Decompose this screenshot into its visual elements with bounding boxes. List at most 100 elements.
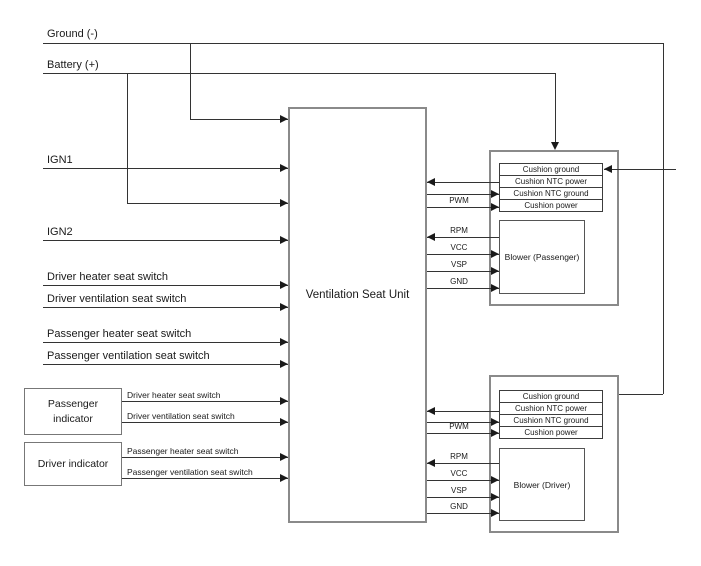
wire-drv-rpm xyxy=(427,463,499,464)
arrowhead xyxy=(491,267,499,275)
wire-driver-heater-switch xyxy=(43,285,288,286)
arrowhead xyxy=(280,418,288,426)
wire-pass-cushion-ground xyxy=(604,169,676,170)
ventilation-seat-unit-label: Ventilation Seat Unit xyxy=(305,289,410,301)
driver-cushion-pins: Cushion ground Cushion NTC power Cushion… xyxy=(499,390,603,439)
label-vsp-upper: VSP xyxy=(450,260,467,269)
arrowhead xyxy=(491,250,499,258)
arrowhead xyxy=(280,164,288,172)
label-ind-driver-vent: Driver ventilation seat switch xyxy=(127,411,235,421)
wire-ground-feed-vert xyxy=(190,43,191,119)
label-ign2: IGN2 xyxy=(47,226,73,238)
wire-ign1 xyxy=(43,168,288,169)
driver-indicator-box: Driver indicator xyxy=(24,442,122,486)
arrowhead xyxy=(280,281,288,289)
ventilation-seat-unit-box xyxy=(288,107,427,523)
label-pass-vent-switch: Passenger ventilation seat switch xyxy=(47,350,210,362)
wire-drv-ntc-power xyxy=(427,411,499,412)
arrowhead xyxy=(427,407,435,415)
arrowhead xyxy=(280,360,288,368)
wire-driver-vent-switch xyxy=(43,307,288,308)
label-ind-pass-heater: Passenger heater seat switch xyxy=(127,446,239,456)
wire-drv-vsp xyxy=(427,497,499,498)
arrowhead xyxy=(427,459,435,467)
blower-driver-label: Blower (Driver) xyxy=(513,479,571,490)
wire-pass-vcc xyxy=(427,254,499,255)
arrowhead xyxy=(280,338,288,346)
wire-battery-feed xyxy=(127,203,288,204)
wire-drv-cushion-power xyxy=(427,433,499,434)
wire-pass-ntc-ground xyxy=(427,194,499,195)
wire-ign2 xyxy=(43,240,288,241)
arrowhead xyxy=(491,203,499,211)
wire-ind-driver-vent xyxy=(122,422,288,423)
label-vcc-lower: VCC xyxy=(450,469,468,478)
wire-drv-vcc xyxy=(427,480,499,481)
arrowhead xyxy=(491,190,499,198)
wire-ground-drop-right xyxy=(663,43,664,394)
arrowhead xyxy=(280,199,288,207)
arrowhead xyxy=(280,236,288,244)
arrowhead xyxy=(491,284,499,292)
wire-ind-driver-heater xyxy=(122,401,288,402)
wire-pass-heater-switch xyxy=(43,342,288,343)
blower-passenger-label: Blower (Passenger) xyxy=(504,252,580,262)
label-vcc-upper: VCC xyxy=(450,243,468,252)
wire-battery-rail xyxy=(43,73,555,74)
passenger-indicator-label: Passenger indicator xyxy=(47,397,99,425)
wire-battery-drop xyxy=(555,73,556,143)
wire-ground-rail xyxy=(43,43,663,44)
driver-indicator-label: Driver indicator xyxy=(37,457,109,470)
wire-pass-cushion-power xyxy=(427,207,499,208)
arrowhead xyxy=(280,453,288,461)
wire-pass-vent-switch xyxy=(43,364,288,365)
wire-pass-gnd xyxy=(427,288,499,289)
arrowhead xyxy=(427,233,435,241)
arrowhead xyxy=(280,474,288,482)
pin-row: Cushion power xyxy=(499,426,603,439)
arrowhead xyxy=(491,476,499,484)
pin-row: Cushion NTC ground xyxy=(499,414,603,427)
label-vsp-lower: VSP xyxy=(450,486,467,495)
label-ind-pass-vent: Passenger ventilation seat switch xyxy=(127,467,253,477)
label-pass-heater-switch: Passenger heater seat switch xyxy=(47,328,192,340)
arrowhead xyxy=(491,509,499,517)
label-gnd-lower: GND xyxy=(450,502,468,511)
label-driver-vent-switch: Driver ventilation seat switch xyxy=(47,293,187,305)
blower-passenger-box: Blower (Passenger) xyxy=(499,220,585,294)
arrowhead xyxy=(604,165,612,173)
arrowhead xyxy=(491,429,499,437)
arrowhead xyxy=(491,493,499,501)
label-ign1: IGN1 xyxy=(47,154,73,166)
wire-ground-to-driver-cushion xyxy=(603,394,663,395)
arrowhead xyxy=(427,178,435,186)
arrowhead xyxy=(280,115,288,123)
wire-pass-ntc-power xyxy=(427,182,499,183)
label-driver-heater-switch: Driver heater seat switch xyxy=(47,271,169,283)
wire-ind-pass-heater xyxy=(122,457,288,458)
passenger-cushion-pins: Cushion ground Cushion NTC power Cushion… xyxy=(499,163,603,212)
wire-pass-vsp xyxy=(427,271,499,272)
passenger-indicator-box: Passenger indicator xyxy=(24,388,122,435)
label-rpm-upper: RPM xyxy=(450,226,468,235)
label-pwm-lower: PWM xyxy=(449,422,469,431)
wire-ind-pass-vent xyxy=(122,478,288,479)
blower-driver-box: Blower (Driver) xyxy=(499,448,585,521)
pin-row: Cushion power xyxy=(499,199,603,212)
label-ground-rail: Ground (-) xyxy=(47,28,98,40)
wire-drv-gnd xyxy=(427,513,499,514)
arrowhead xyxy=(491,418,499,426)
arrowhead xyxy=(551,142,559,150)
arrowhead xyxy=(280,397,288,405)
arrowhead xyxy=(280,303,288,311)
wire-drv-ntc-ground xyxy=(427,422,499,423)
label-pwm-upper: PWM xyxy=(449,196,469,205)
label-rpm-lower: RPM xyxy=(450,452,468,461)
label-battery-rail: Battery (+) xyxy=(47,59,99,71)
pin-row: Cushion NTC ground xyxy=(499,187,603,200)
wire-ground-feed xyxy=(190,119,288,120)
wire-battery-feed-vert xyxy=(127,73,128,203)
wire-pass-rpm xyxy=(427,237,499,238)
label-gnd-upper: GND xyxy=(450,277,468,286)
